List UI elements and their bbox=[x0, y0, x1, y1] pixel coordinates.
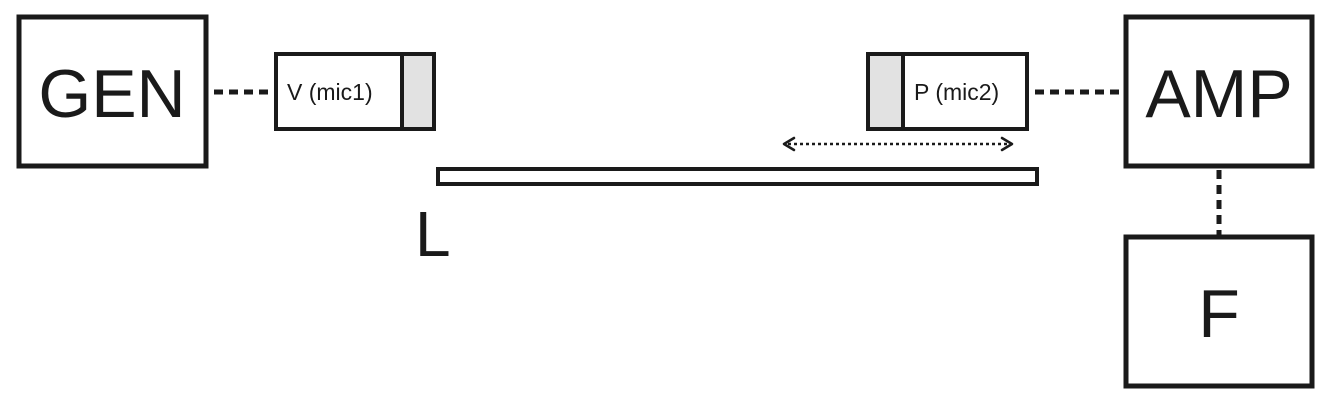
mic1-label: V (mic1) bbox=[287, 79, 373, 105]
mic2-label: P (mic2) bbox=[914, 79, 999, 105]
rod bbox=[436, 167, 1039, 186]
amplifier-label: AMP bbox=[1145, 56, 1292, 132]
analyzer-box bbox=[1123, 234, 1315, 389]
analyzer-label: F bbox=[1198, 276, 1240, 352]
analyzer-block: F bbox=[1123, 234, 1315, 389]
mic1-capsule bbox=[400, 52, 436, 131]
travel-arrowhead-right bbox=[1000, 136, 1014, 152]
amplifier-block: AMP bbox=[1123, 14, 1315, 169]
rod-length-label: L bbox=[415, 198, 451, 270]
generator-block: GEN bbox=[16, 14, 209, 169]
microphone-2: P (mic2) bbox=[866, 52, 1029, 131]
travel-arrowhead-left bbox=[782, 136, 796, 152]
mic2-body bbox=[901, 52, 1029, 131]
mic2-capsule bbox=[866, 52, 905, 131]
microphone-1: V (mic1) bbox=[274, 52, 436, 131]
generator-label: GEN bbox=[38, 56, 185, 132]
amplifier-box bbox=[1123, 14, 1315, 169]
mic2-travel-arrow bbox=[782, 136, 1014, 152]
generator-box bbox=[16, 14, 209, 169]
